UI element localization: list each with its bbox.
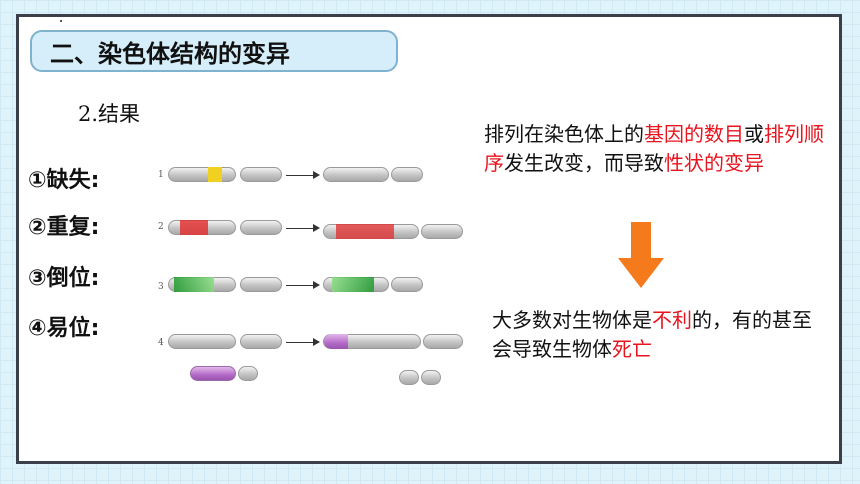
- chromosome-arm: [240, 167, 282, 182]
- chromosome-arm: [423, 334, 463, 349]
- corner-mark: [60, 20, 62, 22]
- highlight-death: 死亡: [612, 337, 652, 361]
- chromosome-arm: [240, 220, 282, 235]
- section-title: 二、染色体结构的变异: [30, 30, 398, 72]
- row-number-1: 1: [158, 170, 164, 180]
- highlight-harmful: 不利: [652, 308, 692, 332]
- label-translocation: ④易位:: [28, 316, 100, 341]
- explanation-segment: 或: [744, 122, 764, 146]
- arrow-line: [286, 342, 314, 343]
- consequence-segment: 的，有的甚至会导致生物体: [492, 308, 812, 361]
- chromosome-arm: [421, 370, 441, 385]
- section-title-text: 二、染色体结构的变异: [50, 39, 290, 68]
- chromosome-arm: [399, 370, 419, 385]
- explanation-segment: 发生改变，而导致: [504, 151, 664, 175]
- arrow-head-icon: [313, 224, 320, 232]
- explanation-segment: 排列在染色体上的: [484, 122, 644, 146]
- arrow-head-icon: [313, 338, 320, 346]
- arrow-line: [286, 285, 314, 286]
- highlight-trait-variation: 性状的变异: [664, 151, 764, 175]
- arrow-line: [286, 228, 314, 229]
- red-segment: [180, 220, 208, 235]
- chromosome-arm: [238, 366, 258, 381]
- yellow-segment: [208, 167, 222, 182]
- label-deletion: ①缺失:: [28, 168, 100, 193]
- chromosome-arm: [391, 167, 423, 182]
- row-number-3: 3: [158, 282, 164, 292]
- green-segment: [174, 277, 214, 292]
- arrow-head-icon: [313, 171, 320, 179]
- chromosome-arm: [240, 277, 282, 292]
- arrow-head-icon: [313, 281, 320, 289]
- label-duplication: ②重复:: [28, 215, 100, 240]
- green-segment: [332, 277, 374, 292]
- chromosome-arm: [240, 334, 282, 349]
- subheading: 2.结果: [78, 102, 141, 126]
- highlight-order: 排列顺序: [484, 122, 824, 175]
- purple-chromosome-arm: [190, 366, 236, 381]
- row-number-2: 2: [158, 222, 164, 232]
- consequence-text: 大多数对生物体是不利的，有的甚至会导致生物体死亡: [492, 306, 828, 364]
- explanation-text: 排列在染色体上的基因的数目或排列顺序发生改变，而导致性状的变异: [484, 120, 824, 178]
- chromosome-arm: [168, 334, 236, 349]
- slide-card: [16, 14, 842, 464]
- chromosome-arm: [391, 277, 423, 292]
- consequence-segment: 大多数对生物体是: [492, 308, 652, 332]
- purple-segment: [324, 334, 348, 349]
- row-number-4: 4: [158, 338, 164, 348]
- chromosome-arm: [323, 167, 389, 182]
- label-inversion: ③倒位:: [28, 266, 100, 291]
- chromosome-arm: [421, 224, 463, 239]
- chromosome-arm: [168, 167, 236, 182]
- down-arrow-icon: [618, 222, 664, 288]
- arrow-line: [286, 175, 314, 176]
- highlight-gene-count: 基因的数目: [644, 122, 744, 146]
- red-segment: [336, 224, 394, 239]
